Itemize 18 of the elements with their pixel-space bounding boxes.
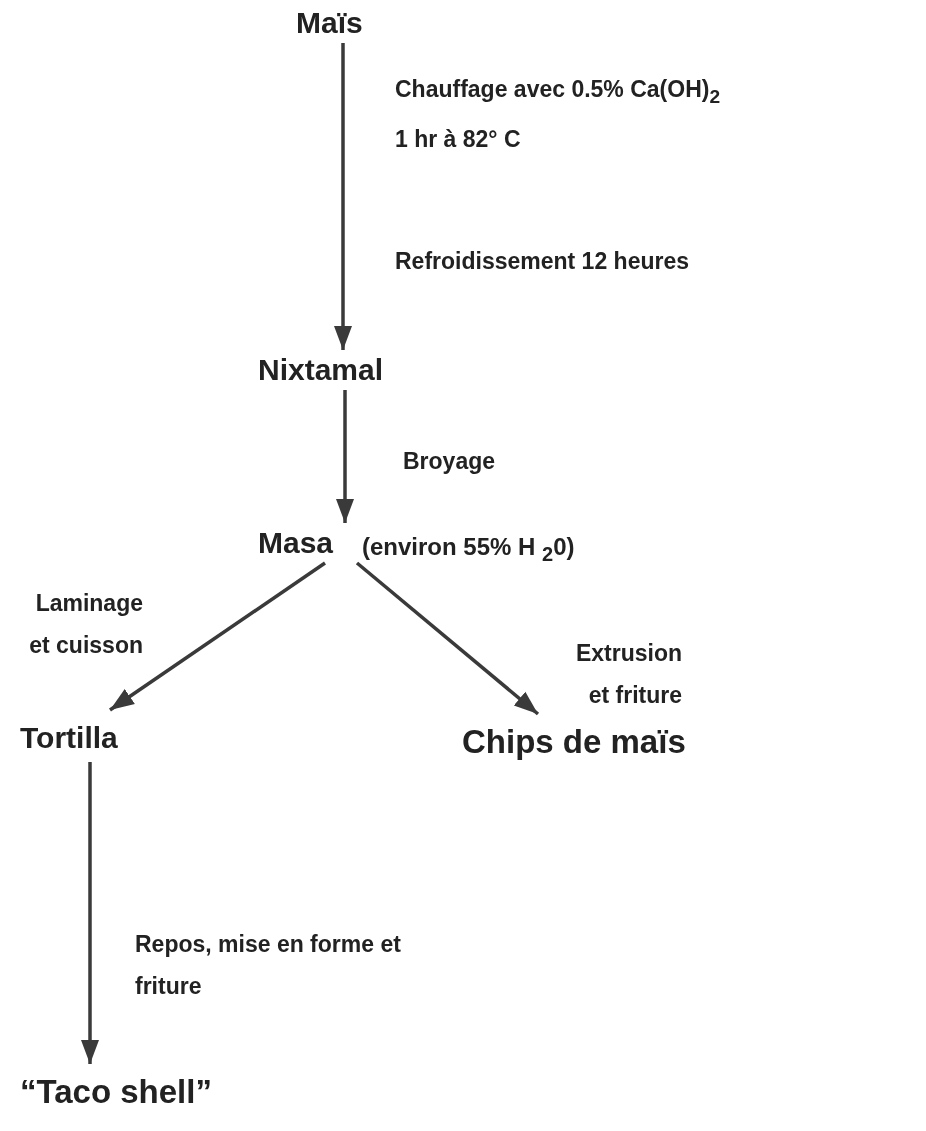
edge-label: Chauffage avec 0.5% Ca(OH)$_{2}$ 1 hr à 82° C [395, 75, 722, 154]
process-label: Nixtamal [258, 352, 384, 388]
arrow [81, 762, 99, 1064]
edge-label: Repos, mise en forme et friture [135, 930, 402, 1001]
step-note: Refroidissement 12 heures [395, 247, 689, 276]
process-label: “Taco shell” [20, 1072, 212, 1112]
edge-label: Laminage et cuisson [28, 589, 143, 660]
process-label: Chips de maïs [462, 722, 686, 762]
edge-label: Broyage [403, 447, 497, 476]
process-label: Tortilla [20, 720, 118, 756]
arrow [336, 390, 354, 523]
arrow [334, 43, 352, 350]
arrow [355, 561, 540, 716]
node-note: (environ 55% H $_{2}$0) [362, 533, 575, 566]
process-label: Maïs [296, 5, 363, 41]
process-label: Masa [258, 525, 334, 561]
arrow [109, 561, 326, 712]
edge-label: Extrusion et friture [574, 639, 682, 710]
